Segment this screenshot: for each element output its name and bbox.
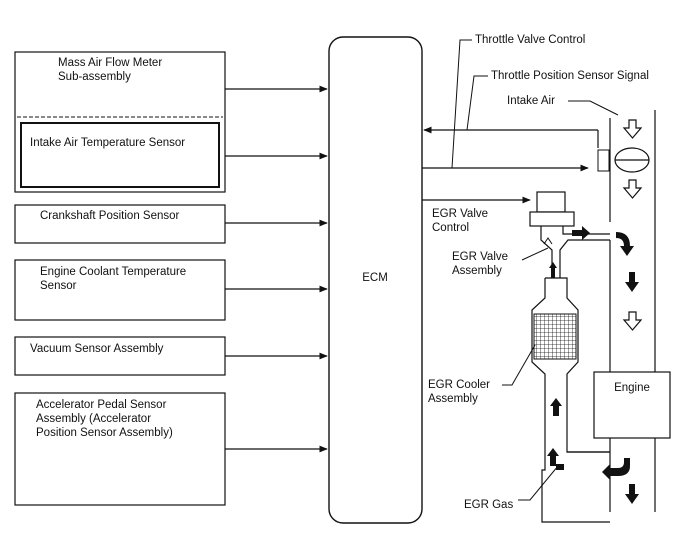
vacuum-label: Vacuum Sensor Assembly (30, 343, 164, 355)
leader-egr-cooler (502, 344, 536, 386)
leader-intake-air (568, 100, 619, 116)
maf-box (14, 51, 226, 193)
egr-valve-body-icon (529, 211, 575, 227)
throttle-valve-control-label: Throttle Valve Control (475, 34, 585, 46)
exhaust-flow-arrow-curve (602, 458, 630, 480)
engine-box (593, 371, 671, 439)
egr-cooler-label-1: EGR Cooler (428, 379, 490, 391)
egr-valve-assembly-label-2: Assembly (452, 265, 502, 277)
crank-box (14, 204, 226, 244)
iat-box (20, 122, 220, 188)
egr-valve-actuator-icon (536, 191, 566, 213)
maf-label-2: Sub-assembly (58, 71, 131, 83)
egr-cooler-body (531, 277, 610, 523)
ect-box (14, 259, 226, 321)
leader-throttle-valve (451, 39, 472, 169)
ecm-label: ECM (362, 272, 388, 284)
maf-sensor-group: Mass Air Flow Meter Sub-assembly Intake … (14, 51, 226, 193)
egr-valve-control-label-1: EGR Valve (432, 208, 488, 220)
leader-egr-valve-assembly (521, 247, 549, 261)
egr-flow-arrow-up-valve (549, 262, 557, 278)
egr-flow-arrow-up-2 (547, 448, 559, 466)
app-label-3: Position Sensor Assembly) (36, 427, 173, 439)
ect-label-1: Engine Coolant Temperature (40, 266, 186, 278)
ect-label-2: Sensor (40, 280, 77, 292)
egr-valve-assembly-label-1: EGR Valve (452, 251, 508, 263)
leader-throttle-position (466, 75, 488, 131)
throttle-position-signal-label: Throttle Position Sensor Signal (491, 70, 649, 82)
ecm-box (328, 36, 423, 524)
maf-label-1: Mass Air Flow Meter (58, 57, 162, 69)
crank-label: Crankshaft Position Sensor (40, 210, 180, 222)
engine-label: Engine (614, 382, 650, 394)
egr-flow-arrow-right (572, 226, 590, 240)
intake-air-arrow-2 (622, 179, 643, 199)
egr-valve-control-label-2: Control (432, 222, 469, 234)
throttle-position-sensor-icon (597, 149, 610, 172)
egr-passage-upper (540, 226, 553, 278)
exhaust-flow-arrow-down (625, 484, 639, 504)
leader-egr-gas (518, 465, 559, 501)
app-label-2: Assembly (Accelerator (36, 413, 151, 425)
intake-air-arrow-3 (622, 311, 643, 331)
egr-flow-arrow-curve (616, 232, 634, 256)
egr-gas-inlet-mark (556, 464, 564, 470)
egr-cooler-label-2: Assembly (428, 393, 478, 405)
app-label-1: Accelerator Pedal Sensor (36, 399, 167, 411)
iat-label: Intake Air Temperature Sensor (30, 137, 185, 149)
egr-flow-arrow-up-1 (550, 398, 562, 416)
egr-cooler-core (533, 313, 577, 360)
egr-passage-upper-right (562, 226, 610, 235)
intake-air-arrow-1 (622, 119, 643, 139)
egr-gas-label: EGR Gas (464, 499, 513, 511)
egr-valve-seat (543, 237, 553, 245)
egr-flow-arrow-down-1 (625, 272, 639, 292)
intake-air-label: Intake Air (507, 95, 555, 107)
egr-passage-lower-right (559, 239, 610, 278)
